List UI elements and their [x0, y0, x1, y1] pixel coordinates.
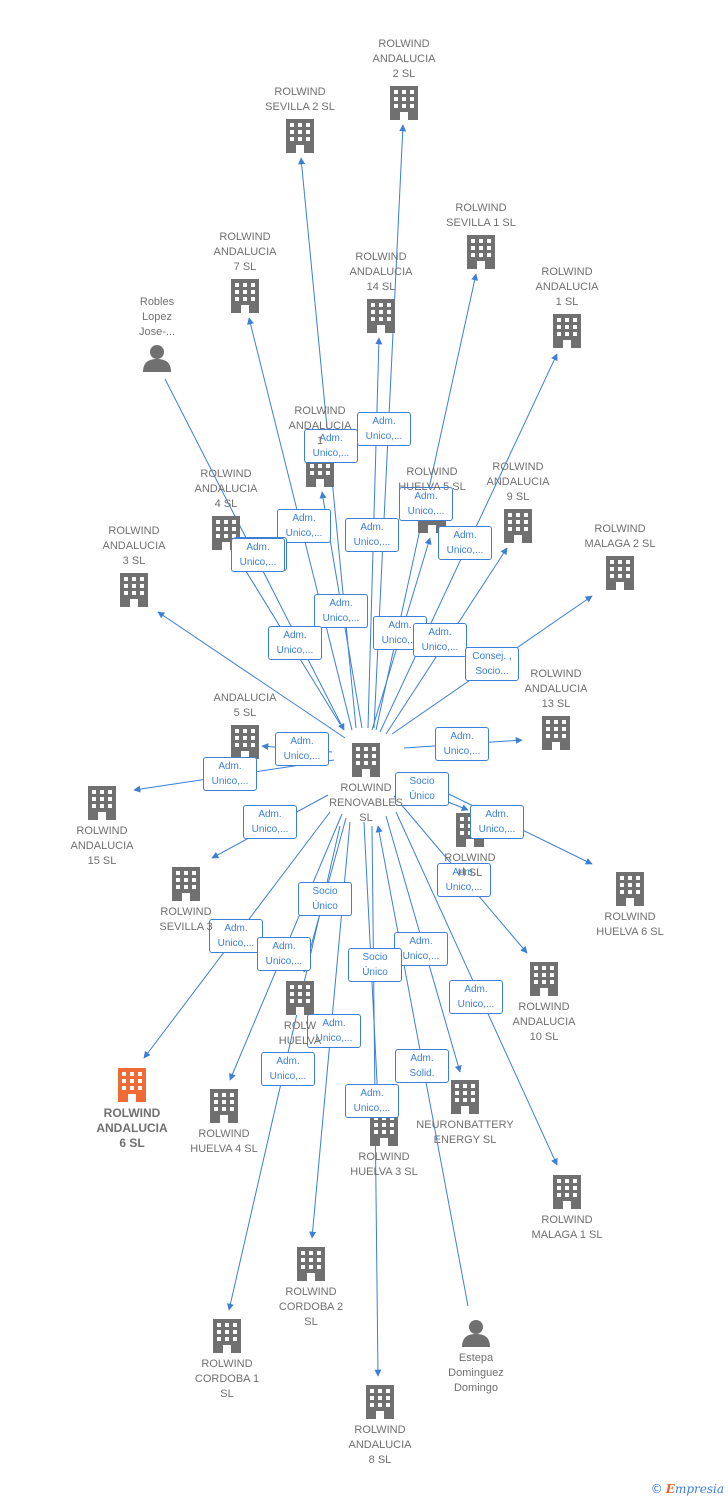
- edge-role-label[interactable]: Socio Único: [298, 882, 352, 916]
- node-label-and9[interactable]: ROLWIND ANDALUCIA 9 SL: [486, 461, 550, 503]
- edge-role-label[interactable]: Socio Único: [348, 948, 402, 982]
- node-label-and10[interactable]: ROLWIND ANDALUCIA 10 SL: [512, 1001, 576, 1043]
- edge-role-label[interactable]: Socio Único: [395, 772, 449, 806]
- edge-role-label[interactable]: Consej. , Socio...: [465, 647, 519, 681]
- node-label-and4[interactable]: ROLWIND ANDALUCIA 4 SL: [194, 468, 258, 510]
- building-icon[interactable]: [231, 725, 259, 759]
- node-label-hue5[interactable]: ROLWIND HUELVA 5 SL: [398, 466, 466, 493]
- edge-role-label[interactable]: Adm. Unico,...: [209, 919, 263, 953]
- edge-role-label[interactable]: Adm. Unico,...: [268, 626, 322, 660]
- building-icon[interactable]: [367, 299, 395, 333]
- edge-role-label[interactable]: Adm. Unico,...: [437, 863, 491, 897]
- node-label-huey[interactable]: ROLW HUELVA: [278, 1020, 322, 1047]
- building-icon[interactable]: [352, 743, 380, 777]
- node-label-and13[interactable]: ROLWIND ANDALUCIA 13 SL: [524, 668, 588, 710]
- building-icon[interactable]: [120, 573, 148, 607]
- node-label-hue4[interactable]: ROLWIND HUELVA 4 SL: [190, 1128, 258, 1155]
- building-icon[interactable]: [616, 872, 644, 906]
- node-label-cor1[interactable]: ROLWIND CORDOBA 1 SL: [194, 1358, 260, 1400]
- building-icon[interactable]: [390, 86, 418, 120]
- node-label-sev2[interactable]: ROLWIND SEVILLA 2 SL: [265, 86, 335, 113]
- edge-role-label[interactable]: Adm. Unico,...: [304, 429, 358, 463]
- edge-role-label[interactable]: Adm. Unico,...: [470, 805, 524, 839]
- edge-role-label[interactable]: Adm. Unico,...: [345, 1084, 399, 1118]
- building-icon[interactable]: [286, 981, 314, 1015]
- node-label-and1[interactable]: ROLWIND ANDALUCIA 1 SL: [535, 266, 599, 308]
- building-icon[interactable]: [172, 867, 200, 901]
- edge-role-label[interactable]: Adm. Unico,...: [438, 526, 492, 560]
- edge-role-label[interactable]: Adm. Unico,...: [413, 623, 467, 657]
- person-icon[interactable]: [143, 345, 171, 372]
- brand-name: mpresia: [674, 1482, 724, 1496]
- building-icon[interactable]: [88, 786, 116, 820]
- building-icon[interactable]: [366, 1385, 394, 1419]
- person-icon[interactable]: [462, 1320, 490, 1347]
- node-label-robles[interactable]: Robles Lopez Jose-...: [138, 296, 176, 338]
- building-icon[interactable]: [213, 1319, 241, 1353]
- node-label-sev3[interactable]: ROLWIND SEVILLA 3: [159, 906, 213, 933]
- node-label-and6[interactable]: ROLWIND ANDALUCIA 6 SL: [96, 1106, 168, 1150]
- edge-role-label[interactable]: Adm. Unico,...: [261, 1052, 315, 1086]
- node-label-mal2[interactable]: ROLWIND MALAGA 2 SL: [584, 523, 656, 550]
- node-label-neuron[interactable]: NEURONBATTERY ENERGY SL: [416, 1119, 514, 1146]
- edge-role-label[interactable]: Adm. Unico,...: [307, 1014, 361, 1048]
- building-icon[interactable]: [231, 279, 259, 313]
- node-label-hue6[interactable]: ROLWIND HUELVA 6 SL: [596, 911, 664, 938]
- edge-line-and3: [157, 611, 346, 739]
- brand-initial: E: [665, 1482, 675, 1496]
- node-label-hue3[interactable]: ROLWIND HUELVA 3 SL: [350, 1151, 418, 1178]
- building-icon[interactable]: [286, 119, 314, 153]
- edge-role-label[interactable]: Adm. Unico,...: [399, 487, 453, 521]
- building-icon[interactable]: [542, 716, 570, 750]
- building-icon[interactable]: [553, 1175, 581, 1209]
- building-icon[interactable]: [210, 1089, 238, 1123]
- node-label-and_x[interactable]: ROLWIND ANDALUCIA 1: [288, 405, 352, 447]
- node-label-huex[interactable]: ROLWIND H SL: [444, 852, 496, 879]
- node-label-and5[interactable]: ANDALUCIA 5 SL: [213, 692, 277, 719]
- edge-role-label[interactable]: Adm. Unico,...: [435, 727, 489, 761]
- edge-role-label[interactable]: Adm. Unico,...: [394, 932, 448, 966]
- building-icon[interactable]: [606, 556, 634, 590]
- edge-role-label[interactable]: Adm. Unico,...: [449, 980, 503, 1014]
- edge-role-label[interactable]: Adm. Unico,...: [357, 412, 411, 446]
- node-label-and14[interactable]: ROLWIND ANDALUCIA 14 SL: [349, 251, 413, 293]
- building-icon[interactable]: [553, 314, 581, 348]
- node-label-sev1[interactable]: ROLWIND SEVILLA 1 SL: [446, 202, 516, 229]
- building-icon[interactable]: [530, 962, 558, 996]
- node-label-and2[interactable]: ROLWIND ANDALUCIA 2 SL: [372, 38, 436, 80]
- edge-role-label[interactable]: Adm. Unico,...: [275, 732, 329, 766]
- node-label-and3[interactable]: ROLWIND ANDALUCIA 3 SL: [102, 525, 166, 567]
- empresia-watermark[interactable]: ©Empresia: [651, 1482, 724, 1496]
- edge-role-label[interactable]: Adm. Solid.: [395, 1049, 449, 1083]
- edge-role-label[interactable]: Adm. Unico,...: [257, 937, 311, 971]
- building-icon[interactable]: [297, 1247, 325, 1281]
- edge-role-label[interactable]: Adm. Unico,...: [243, 805, 297, 839]
- node-label-and7[interactable]: ROLWIND ANDALUCIA 7 SL: [213, 231, 277, 273]
- edge-role-label[interactable]: Adm. Unico,...: [314, 594, 368, 628]
- edge-role-label[interactable]: Adm. Unico,...: [231, 538, 285, 572]
- building-icon[interactable]: [467, 235, 495, 269]
- node-label-mal1[interactable]: ROLWIND MALAGA 1 SL: [531, 1214, 603, 1241]
- edge-role-label[interactable]: Adm. Unico,...: [203, 757, 257, 791]
- node-label-cor2[interactable]: ROLWIND CORDOBA 2 SL: [278, 1286, 344, 1328]
- node-label-and15[interactable]: ROLWIND ANDALUCIA 15 SL: [70, 825, 134, 867]
- building-icon[interactable]: [451, 1080, 479, 1114]
- node-label-estepa[interactable]: Estepa Dominguez Domingo: [448, 1352, 504, 1394]
- node-label-c[interactable]: ROLWIND RENOVABLES SL: [329, 782, 403, 824]
- copyright-symbol: ©: [650, 1482, 663, 1496]
- building-icon[interactable]: [118, 1068, 146, 1102]
- edge-role-label[interactable]: Adm. Unico,...: [345, 518, 399, 552]
- node-label-and8[interactable]: ROLWIND ANDALUCIA 8 SL: [348, 1424, 412, 1466]
- building-icon[interactable]: [504, 509, 532, 543]
